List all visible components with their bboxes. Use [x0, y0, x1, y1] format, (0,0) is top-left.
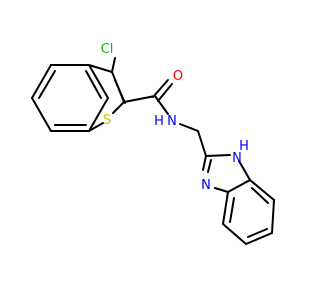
- amide-hydrogen-atom-label: H: [154, 114, 164, 129]
- bond: [249, 179, 275, 201]
- bond: [238, 160, 251, 181]
- bond: [205, 154, 231, 157]
- molecule-structure-diagram: Cl S O N H N H N: [31, 42, 275, 245]
- bond: [31, 64, 52, 99]
- bond: [154, 95, 169, 115]
- double-bond-inner: [114, 79, 126, 104]
- bond-methylene-to-benzimidazole: [197, 130, 207, 157]
- bond: [179, 123, 199, 132]
- double-bond-inner: [247, 228, 268, 238]
- bond: [245, 232, 273, 245]
- carbonyl-double-bond: [157, 83, 173, 102]
- amide-nitrogen-atom-label: N: [167, 114, 177, 129]
- carbonyl-double-bond: [152, 79, 169, 98]
- bond: [31, 97, 52, 132]
- oxygen-atom-label: O: [173, 69, 183, 84]
- bond: [123, 95, 156, 103]
- double-bond-inner: [38, 70, 56, 99]
- chlorine-atom-label: Cl: [101, 42, 114, 57]
- benzimidazole-benzene-ring: [222, 179, 275, 245]
- double-bond-inner: [251, 187, 269, 204]
- imidazole-nitrogen-atom-label: N: [201, 178, 211, 193]
- bond: [88, 64, 109, 99]
- bond: [271, 199, 275, 234]
- double-bond-inner: [207, 159, 212, 173]
- imidazole-nh-nitrogen-atom-label: N: [232, 151, 242, 166]
- bond: [112, 101, 125, 114]
- imidazole-nh-hydrogen-atom-label: H: [239, 139, 249, 154]
- benzothiophene-benzene-ring: [31, 64, 109, 132]
- bond: [88, 97, 109, 132]
- double-bond-inner: [229, 197, 235, 223]
- bond: [88, 64, 113, 73]
- bond: [202, 155, 207, 171]
- bond: [227, 179, 251, 193]
- bond: [222, 223, 247, 245]
- imidazole-ring: [202, 154, 251, 193]
- sulfur-atom-label: S: [103, 113, 111, 128]
- bond: [222, 191, 229, 225]
- bond: [214, 187, 229, 193]
- bond-to-chlorine: [111, 57, 116, 73]
- amide-group: [123, 79, 199, 132]
- double-bond-inner: [85, 70, 102, 99]
- thiophene-ring: [88, 64, 126, 132]
- bond: [88, 122, 104, 132]
